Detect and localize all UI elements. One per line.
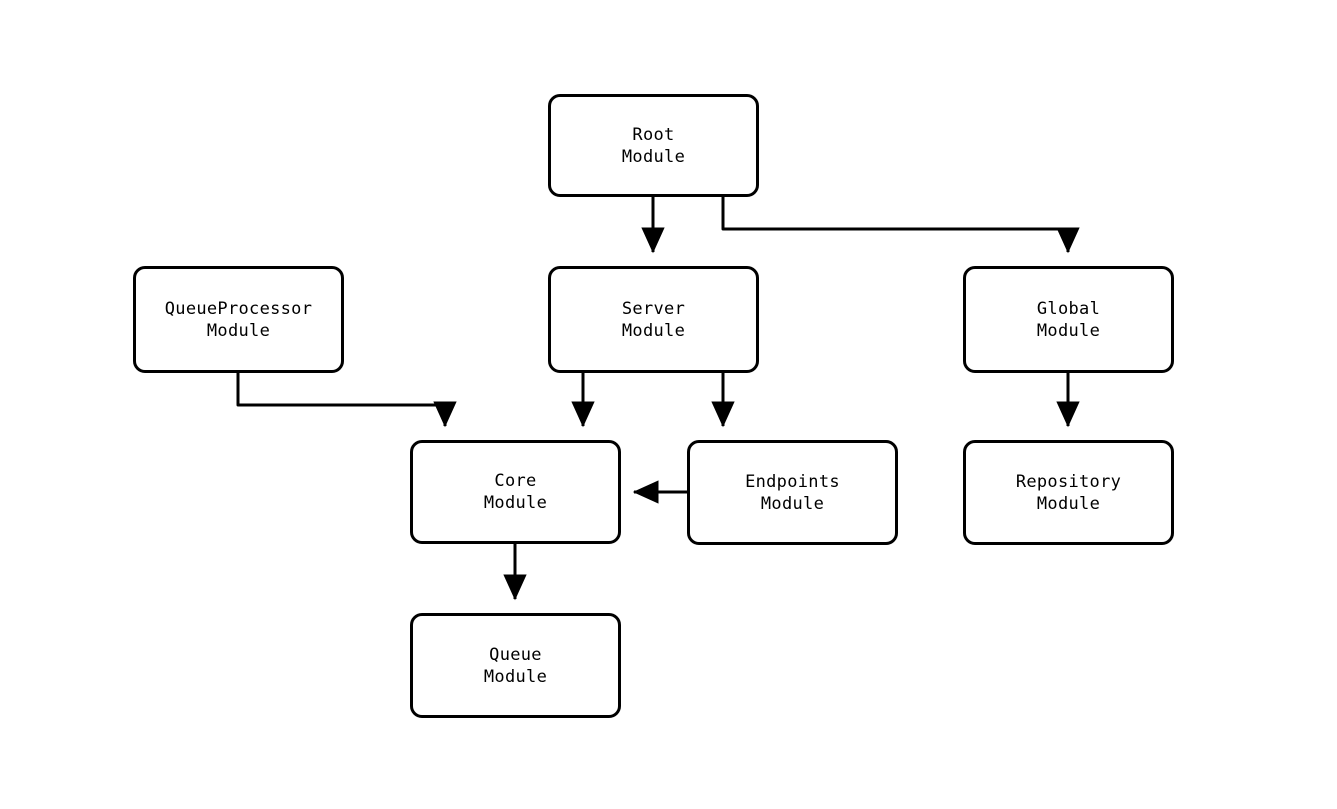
node-label-line2: Module	[483, 666, 548, 687]
node-label-line1: Repository	[1015, 471, 1122, 492]
node-queueprocessor-module[interactable]: QueueProcessor Module	[133, 266, 344, 373]
node-label-line1: QueueProcessor	[164, 298, 313, 319]
edge-queueprocessor-to-core	[236, 373, 457, 428]
node-core-module[interactable]: Core Module	[410, 440, 621, 544]
node-label-line2: Module	[1036, 320, 1101, 341]
node-label-line1: Global	[1036, 298, 1101, 319]
edge-root-to-global	[721, 197, 1080, 254]
node-label-line2: Module	[483, 493, 548, 513]
node-label-line2: Module	[621, 320, 686, 341]
node-label-line1: Root	[632, 124, 675, 145]
node-label-line2: Module	[621, 146, 686, 167]
node-label-line1: Queue	[489, 644, 542, 665]
node-label-line1: Server	[621, 298, 686, 319]
node-label-line1: Endpoints	[745, 471, 840, 492]
node-queue-module[interactable]: Queue Module	[410, 613, 621, 718]
node-root-module[interactable]: Root Module	[548, 94, 759, 197]
node-server-module[interactable]: Server Module	[548, 266, 759, 373]
node-repository-module[interactable]: Repository Module	[963, 440, 1174, 545]
node-label-line2: Module	[760, 493, 825, 514]
node-label-line1: Core	[494, 471, 537, 491]
node-label-line2: Module	[1036, 493, 1101, 514]
node-global-module[interactable]: Global Module	[963, 266, 1174, 373]
node-endpoints-module[interactable]: Endpoints Module	[687, 440, 898, 545]
node-label-line2: Module	[206, 320, 271, 341]
